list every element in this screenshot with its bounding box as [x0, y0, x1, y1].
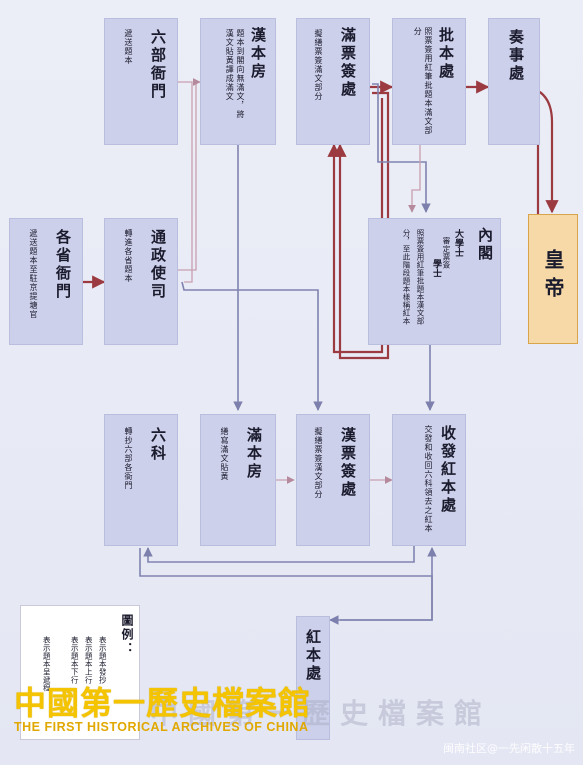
box-neige-desc2: 分，至此階段題本樣稱紅本 [402, 229, 411, 325]
box-neige-title: 內閣 [476, 227, 494, 263]
box-liuke-title: 六科 [149, 427, 167, 463]
legend-item-copy: 表示題本發抄 [98, 636, 108, 684]
box-tongzheng-desc: 轉進各省題本 [124, 229, 133, 283]
box-manben-desc: 繕寫滿文貼黃 [220, 427, 229, 481]
arrow-liubu-to-hanben [178, 81, 193, 283]
arrow-manpiao-to-neige [372, 83, 431, 213]
box-huangdi-title: 皇帝 [541, 249, 565, 305]
box-zoushi: 奏事處 [488, 18, 540, 145]
arrow-hongben-up [340, 547, 437, 621]
legend: 圖例： 表示題本呈遞程 表示題本下行 表示題本上行 表示題本發抄 [20, 605, 140, 740]
box-tongzheng-title: 通政使司 [149, 229, 167, 301]
box-liubu-desc: 遞送題本 [124, 29, 133, 65]
archive-logo-english: THE FIRST HISTORICAL ARCHIVES OF CHINA [14, 720, 309, 734]
box-neige-daxueshi: 大學士 [453, 229, 463, 258]
box-piben-title: 批本處 [437, 27, 455, 81]
box-liubu: 六部衙門 遞送題本 [104, 18, 178, 145]
box-piben: 批本處 照票簽用紅筆批題本滿文部分 [392, 18, 466, 145]
box-gesheng: 各省衙門 遞送題本至駐京提塘官 [9, 218, 83, 345]
box-manpiao-title: 滿票簽處 [339, 27, 357, 99]
arrow-shoufa-to-liuke [143, 543, 415, 563]
box-hanben-desc: 題本到閣向無滿文，將漢文貼黃譯成滿文 [225, 29, 245, 119]
arrow-liuke-to-hongben [139, 548, 433, 625]
watermark-text: 中國第一歷史檔案館 [150, 697, 493, 730]
box-shoufa-title: 收發紅本處 [439, 425, 457, 515]
source-credit: 闽南社区@一先闲散十五年 [443, 742, 575, 755]
box-shoufa-desc: 交發和收回六科領去之紅本 [424, 425, 433, 533]
box-gesheng-title: 各省衙門 [54, 229, 72, 301]
box-manpiao-desc: 擬繕票簽滿文部分 [314, 29, 323, 101]
downward-flow-lines [139, 83, 437, 625]
box-manben: 滿本房 繕寫滿文貼黃 [200, 414, 276, 546]
box-huangdi: 皇帝 [528, 214, 578, 344]
box-gesheng-desc: 遞送題本至駐京提塘官 [29, 229, 38, 319]
legend-title: 圖例： [120, 614, 134, 656]
box-hanpiao-title: 漢票簽處 [339, 427, 357, 499]
box-liuke-desc: 轉抄六部各衙門 [124, 427, 133, 490]
box-liubu-title: 六部衙門 [149, 29, 167, 101]
box-manpiao: 滿票簽處 擬繕票簽滿文部分 [296, 18, 370, 145]
box-hongben-title: 紅本處 [304, 629, 322, 683]
box-neige-xueshi: 學士 [431, 259, 441, 278]
legend-item-up: 表示題本上行 [84, 636, 94, 684]
box-hanben: 漢本房 題本到閣向無滿文，將漢文貼黃譯成滿文 [200, 18, 276, 145]
arrow-piben-to-neige-2 [408, 145, 421, 213]
box-zoushi-title: 奏事處 [507, 29, 525, 83]
box-neige: 內閣 大學士 審定票簽 學士 照票簽用紅筆批題本漢文部 分，至此階段題本樣稱紅本 [368, 218, 501, 345]
box-piben-desc: 照票簽用紅筆批題本滿文部分 [413, 27, 433, 135]
legend-item-submit: 表示題本呈遞程 [42, 636, 52, 692]
arrow-tongzheng-to-hanben [178, 78, 201, 271]
legend-item-down: 表示題本下行 [70, 636, 80, 684]
arrow-tongzheng-to-hanpiao [181, 281, 323, 411]
box-manben-title: 滿本房 [245, 427, 263, 481]
archive-logo: 中國第一歷史檔案館 [14, 684, 312, 722]
copy-flow-lines [178, 78, 421, 484]
box-hanpiao-desc: 擬繕票簽漢文部分 [314, 427, 323, 499]
box-neige-shending: 審定票簽 [442, 237, 451, 269]
box-shoufa: 收發紅本處 交發和收回六科領去之紅本 [392, 414, 466, 546]
box-hongben: 紅本處 [296, 616, 330, 740]
box-liuke: 六科 轉抄六部各衙門 [104, 414, 178, 546]
box-hanpiao: 漢票簽處 擬繕票簽漢文部分 [296, 414, 370, 546]
box-tongzheng: 通政使司 轉進各省題本 [104, 218, 178, 345]
box-neige-desc1: 照票簽用紅筆批題本漢文部 [416, 229, 425, 325]
box-hanben-title: 漢本房 [249, 27, 267, 81]
arrow-return-to-manpiao [333, 91, 390, 360]
